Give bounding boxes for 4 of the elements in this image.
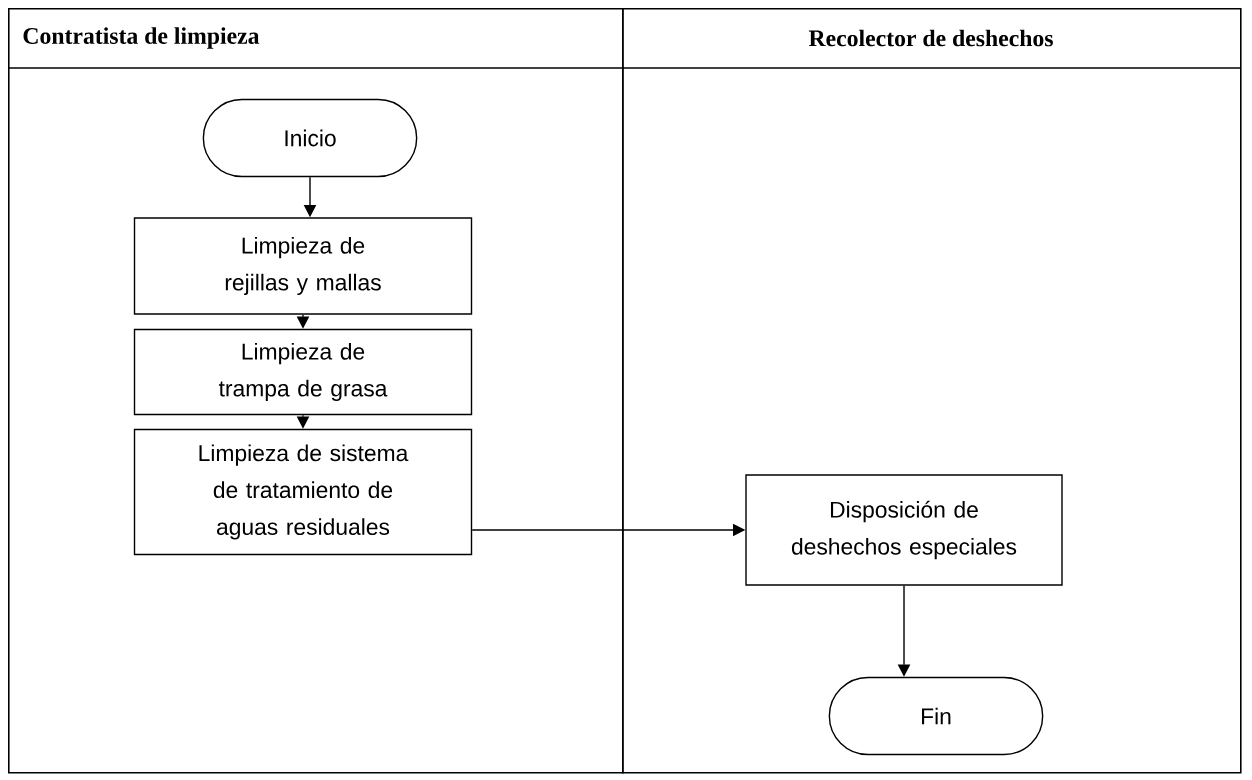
process-box: Disposición de deshechos especiales bbox=[745, 474, 1063, 586]
process-box: Limpieza de trampa de grasa bbox=[133, 328, 473, 416]
process-box: Limpieza de rejillas y mallas bbox=[133, 217, 473, 315]
process-box: Limpieza de sistema de tratamiento de aguas residuales bbox=[133, 428, 473, 556]
